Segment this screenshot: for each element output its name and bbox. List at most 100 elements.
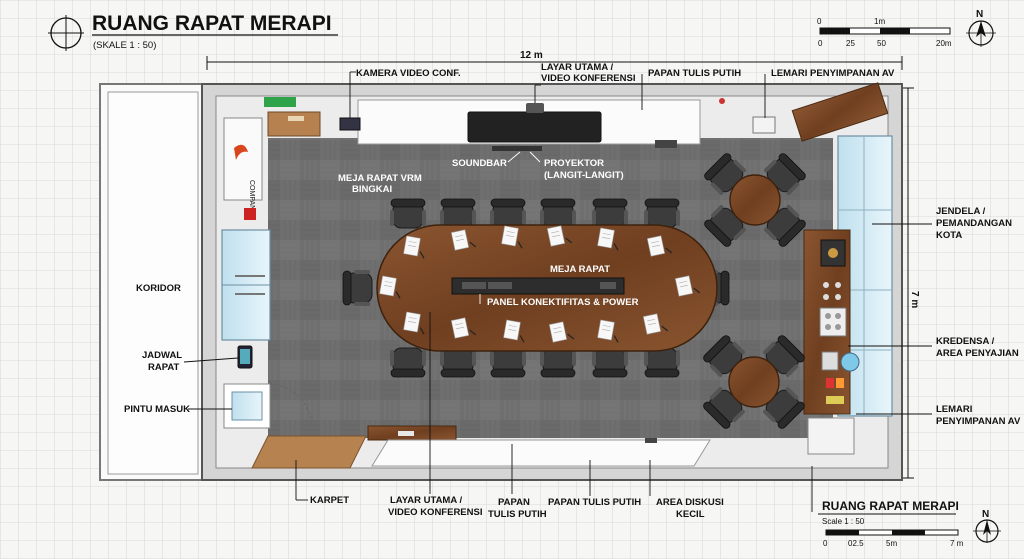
chair-bottom-1 — [390, 347, 426, 378]
chair-top-5 — [592, 198, 628, 229]
chair-bottom-4 — [540, 347, 576, 378]
corridor — [99, 83, 205, 481]
small-table-1 — [704, 153, 806, 247]
label-layar-bot-1: LAYAR UTAMA / — [390, 495, 462, 506]
document-7 — [379, 275, 401, 299]
label-proyektor-1: PROYEKTOR — [544, 158, 604, 169]
label-kredensa-2: AREA PENYAJIAN — [936, 348, 1019, 359]
scale-zero-top: 0 — [817, 17, 822, 26]
small-chair-1-c — [704, 205, 746, 247]
chair-bottom-2 — [440, 347, 476, 378]
main-screen — [467, 111, 602, 143]
chair-top-1 — [390, 198, 426, 229]
scale-unit-label: 1m — [874, 17, 885, 26]
scale-tick-25: 25 — [846, 39, 855, 48]
document-12 — [548, 321, 575, 343]
label-papan-top: PAPAN TULIS PUTIH — [648, 68, 741, 79]
label-area-diskusi-2: KECIL — [676, 509, 705, 520]
label-soundbar: SOUNDBAR — [452, 158, 507, 169]
north-arrow-bottom-icon: N — [973, 509, 1001, 543]
stamp-tick-0: 0 — [823, 539, 828, 548]
label-lemari-right-2: PENYIMPANAN AV — [936, 416, 1021, 427]
exit-sign-icon — [264, 97, 296, 107]
label-layar-bot-2: VIDEO KONFERENSI — [388, 507, 483, 518]
stamp-title: RUANG RAPAT MERAPI — [822, 499, 959, 513]
label-karpet: KARPET — [310, 495, 349, 506]
document-2 — [450, 229, 477, 251]
small-table-2 — [703, 335, 805, 429]
label-proyektor-2: (LANGIT-LANGIT) — [544, 170, 624, 181]
label-lemari-top: LEMARI PENYIMPANAN AV — [771, 68, 895, 79]
small-discussion-area — [703, 153, 806, 429]
label-meja-vrm-1: MEJA RAPAT VRM — [338, 173, 422, 184]
chair-top-6 — [644, 198, 680, 229]
camera-icon — [526, 103, 544, 113]
svg-text:12 m: 12 m — [520, 50, 543, 61]
chair-bottom-5 — [592, 347, 628, 378]
bottom-whiteboard — [371, 439, 711, 467]
label-jendela-2: PEMANDANGAN — [936, 218, 1012, 229]
stamp-tick-3: 7 m — [950, 539, 964, 548]
label-layar-top-2: VIDEO KONFERENSI — [541, 73, 636, 84]
scale-tick-50: 50 — [877, 39, 886, 48]
title-stamp: RUANG RAPAT MERAPI Scale 1 : 50 0 02.5 5… — [811, 466, 964, 548]
label-jendela-1: JENDELA / — [936, 206, 986, 217]
document-14 — [642, 313, 669, 335]
fire-alarm-icon — [244, 208, 256, 220]
chair-bottom-6 — [644, 347, 680, 378]
title-block: RUANG RAPAT MERAPI (SKALE 1 : 50) — [48, 12, 338, 51]
document-5 — [597, 227, 619, 251]
annotations: KAMERA VIDEO CONF. LAYAR UTAMA / VIDEO K… — [124, 62, 1021, 520]
av-panel — [339, 117, 361, 131]
small-chair-1-d — [764, 205, 806, 247]
label-area-diskusi-1: AREA DISKUSI — [656, 497, 724, 508]
alarm-icon — [719, 98, 725, 104]
chair-top-3 — [490, 198, 526, 229]
label-papan-bot-2: TULIS PUTIH — [488, 509, 547, 520]
small-chair-2-a — [703, 335, 745, 377]
scale-tick-20m: 20m — [936, 39, 952, 48]
label-jadwal-2: RAPAT — [148, 362, 180, 373]
wall-switch — [655, 140, 677, 148]
door-swing — [269, 383, 313, 429]
label-jendela-3: KOTA — [936, 230, 962, 241]
page-title: RUANG RAPAT MERAPI — [92, 12, 332, 35]
door-top-left — [267, 111, 321, 137]
entrance-mat — [251, 435, 367, 469]
page-scale: (SKALE 1 : 50) — [93, 40, 156, 51]
av-cabinet-top — [791, 82, 889, 142]
table-documents — [379, 225, 701, 343]
label-kredensa-1: KREDENSA / — [936, 336, 995, 347]
document-4 — [546, 225, 573, 247]
scale-tick-0: 0 — [818, 39, 823, 48]
document-6 — [646, 235, 673, 257]
label-meja-rapat: MEJA RAPAT — [550, 264, 610, 275]
chair-bottom-3 — [490, 347, 526, 378]
company-sign — [223, 117, 263, 201]
conference-chairs — [342, 198, 730, 378]
svg-text:N: N — [982, 509, 989, 520]
label-panel: PANEL KONEKTIFITAS & POWER — [487, 297, 639, 308]
svg-text:N: N — [976, 9, 983, 20]
label-koridor: KORIDOR — [136, 283, 181, 294]
document-8 — [674, 275, 701, 297]
small-chair-1-a — [704, 153, 746, 195]
label-lemari-right-1: LEMARI — [936, 404, 972, 415]
label-layar-top-1: LAYAR UTAMA / — [541, 62, 613, 73]
soundbar — [492, 146, 542, 151]
label-papan-bot-3: PAPAN TULIS PUTIH — [548, 497, 641, 508]
company-text: COMPANY — [248, 180, 255, 215]
chair-top-2 — [440, 198, 476, 229]
av-device — [752, 116, 776, 134]
chair-top-4 — [540, 198, 576, 229]
document-3 — [501, 225, 523, 249]
label-jadwal-1: JADWAL — [142, 350, 182, 361]
document-10 — [450, 317, 477, 339]
label-kamera: KAMERA VIDEO CONF. — [356, 68, 461, 79]
svg-text:7 m: 7 m — [909, 291, 920, 308]
label-papan-bot-1: PAPAN — [498, 497, 530, 508]
small-chair-2-d — [763, 387, 805, 429]
document-11 — [503, 319, 525, 343]
